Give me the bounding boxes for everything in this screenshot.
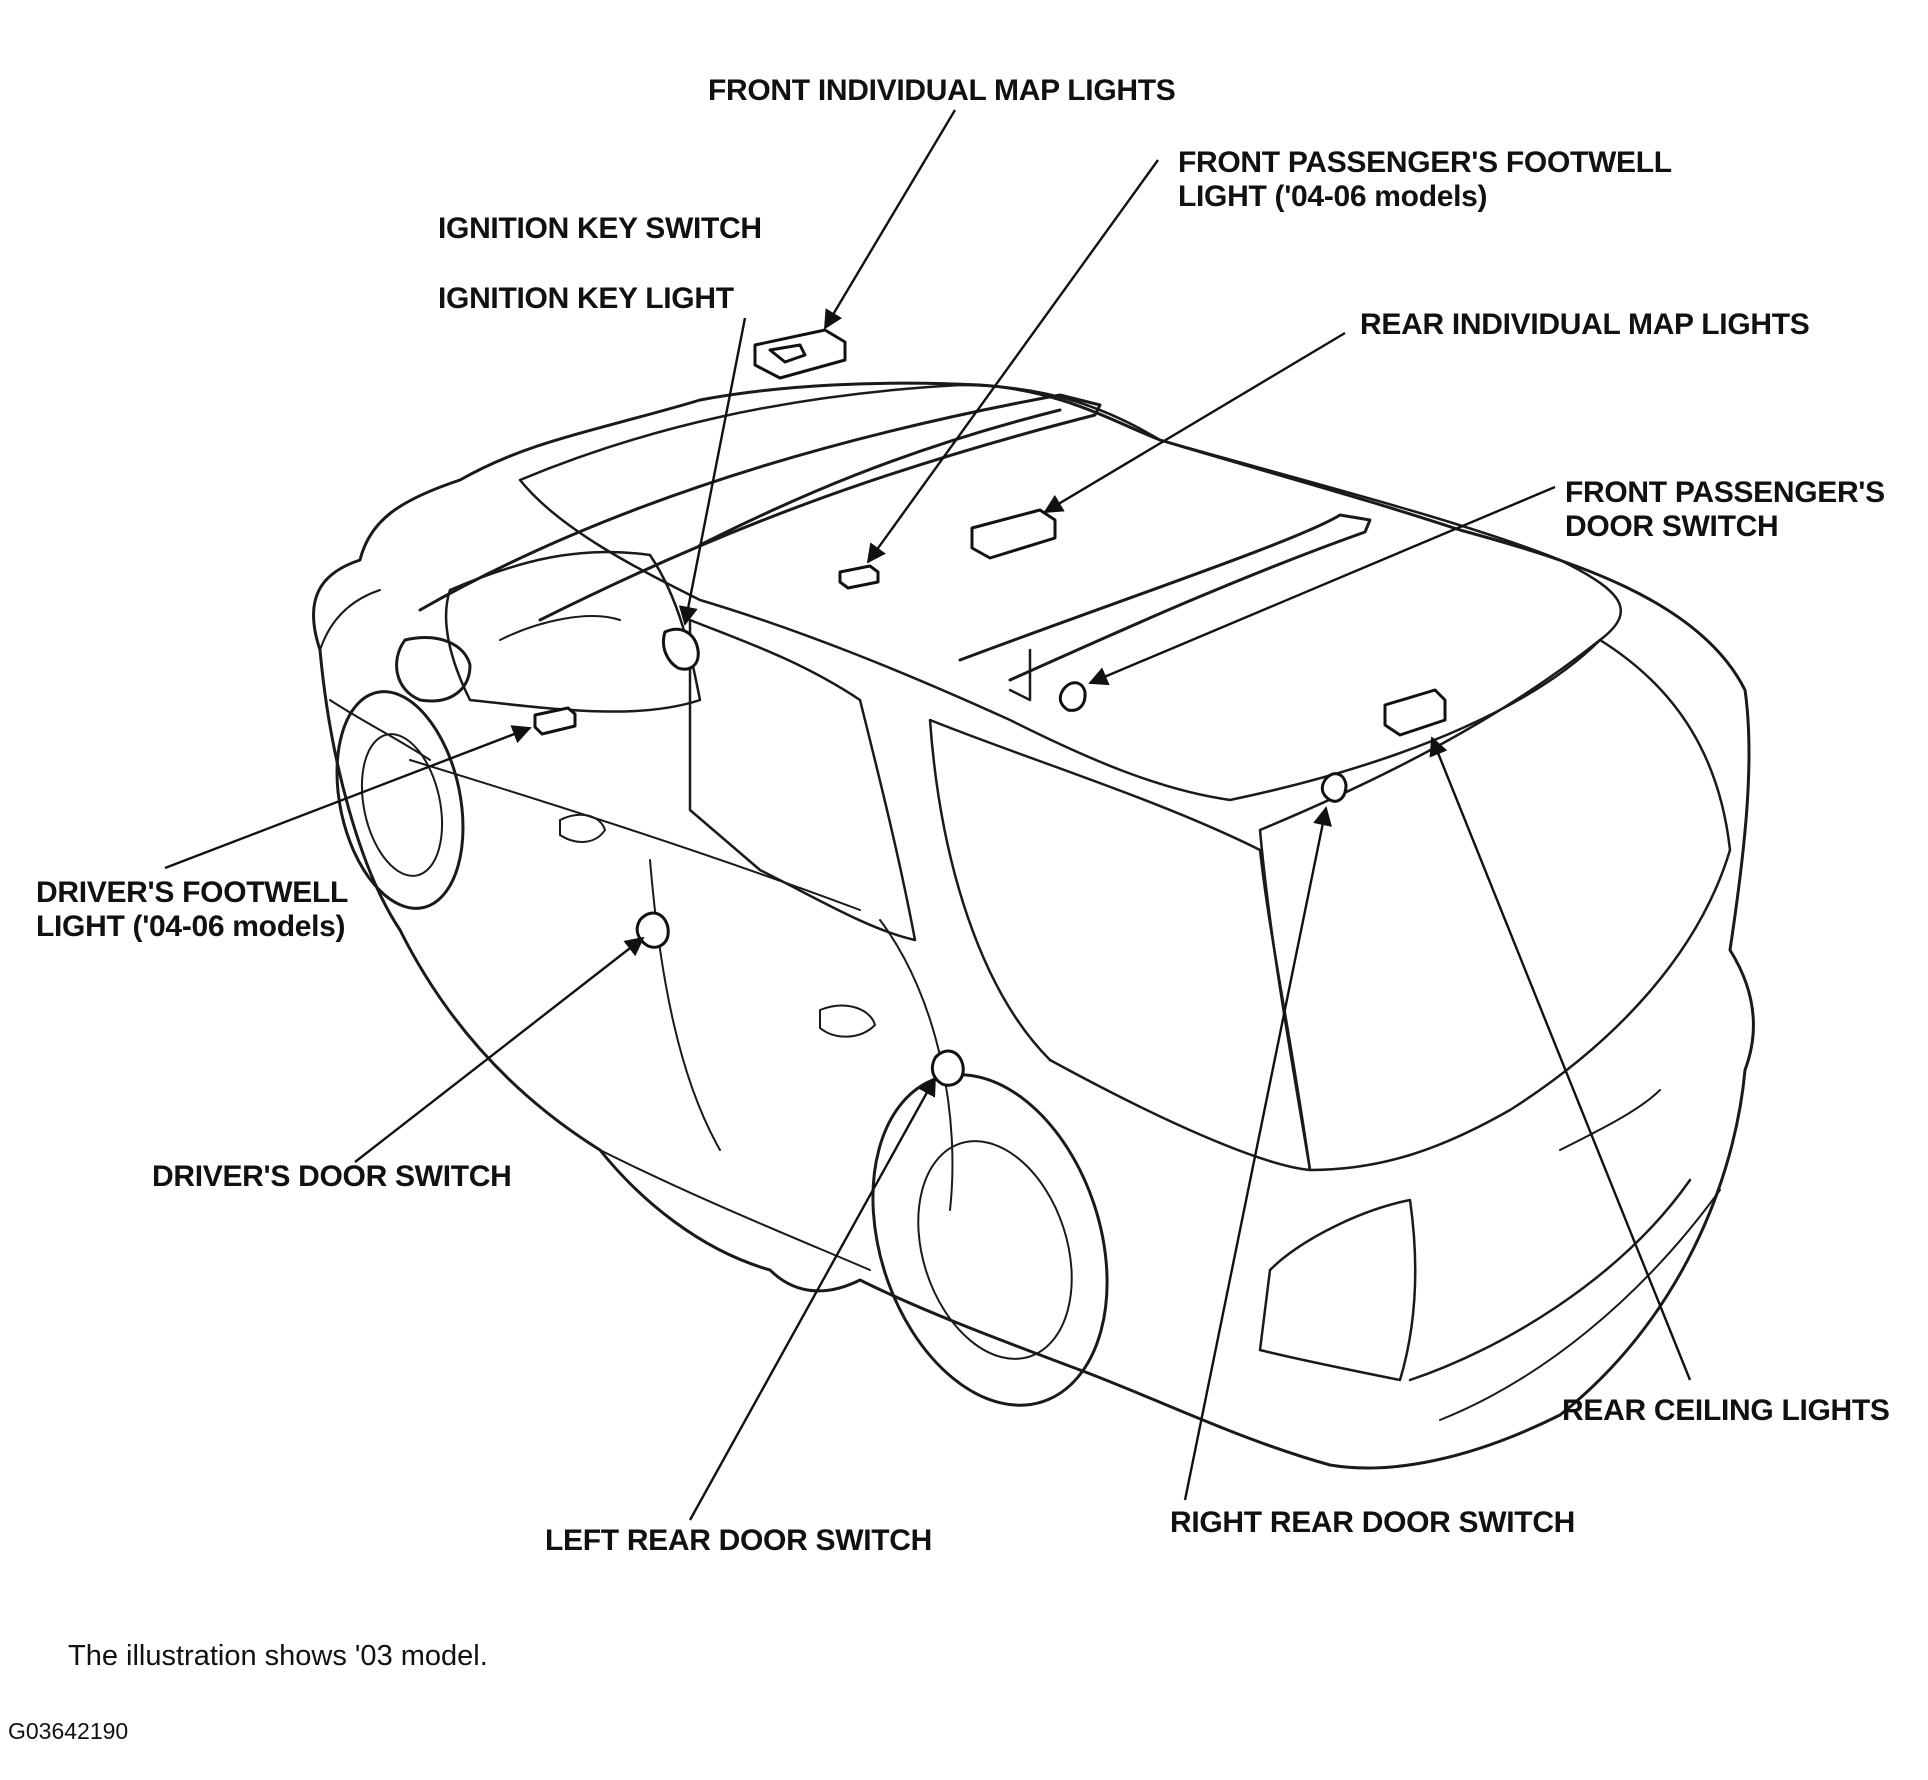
leader-lines bbox=[164, 109, 1692, 1521]
label-driver-footwell-line2: LIGHT ('04-06 models) bbox=[36, 910, 346, 943]
rear-ceiling-lights-marker bbox=[1383, 688, 1447, 737]
label-driver-footwell: DRIVER'S FOOTWELL LIGHT ('04-06 models) bbox=[36, 876, 348, 944]
label-front-passenger-door-switch: FRONT PASSENGER'S DOOR SWITCH bbox=[1565, 476, 1885, 544]
front-passenger-footwell-marker bbox=[838, 564, 880, 590]
leader-front-passenger-door-switch bbox=[1088, 485, 1556, 686]
label-rear-ceiling-lights: REAR CEILING LIGHTS bbox=[1562, 1394, 1890, 1427]
front-passenger-door-switch-marker bbox=[1058, 681, 1087, 712]
label-ignition-key-switch: IGNITION KEY SWITCH bbox=[438, 212, 762, 245]
leader-front-map-lights bbox=[823, 109, 957, 330]
leader-rear-ceiling-lights bbox=[1429, 736, 1692, 1381]
label-left-rear-door-switch: LEFT REAR DOOR SWITCH bbox=[545, 1524, 933, 1557]
leader-left-rear-door-switch bbox=[688, 1076, 937, 1521]
ignition-key-marker bbox=[662, 627, 700, 671]
label-driver-footwell-line1: DRIVER'S FOOTWELL bbox=[36, 876, 349, 909]
label-ignition-key-light: IGNITION KEY LIGHT bbox=[438, 282, 734, 315]
front-map-lights-marker bbox=[753, 328, 847, 380]
label-right-rear-door-switch: RIGHT REAR DOOR SWITCH bbox=[1170, 1506, 1576, 1539]
label-driver-door-switch: DRIVER'S DOOR SWITCH bbox=[152, 1160, 512, 1193]
label-front-passenger-footwell-line2: LIGHT ('04-06 models) bbox=[1178, 180, 1488, 213]
rear-map-lights-marker bbox=[970, 508, 1057, 560]
driver-door-switch-marker bbox=[635, 911, 670, 949]
figure-code: G03642190 bbox=[8, 1718, 129, 1744]
leader-driver-door-switch bbox=[354, 936, 645, 1163]
label-front-passenger-door-switch-line2: DOOR SWITCH bbox=[1565, 510, 1779, 543]
leader-driver-footwell bbox=[164, 725, 532, 870]
left-rear-door-switch-marker bbox=[930, 1049, 965, 1087]
leader-right-rear-door-switch bbox=[1183, 806, 1332, 1501]
label-front-map-lights: FRONT INDIVIDUAL MAP LIGHTS bbox=[708, 74, 1176, 107]
component-markers bbox=[533, 328, 1447, 1087]
label-rear-map-lights: REAR INDIVIDUAL MAP LIGHTS bbox=[1360, 308, 1810, 341]
illustration-caption: The illustration shows '03 model. bbox=[68, 1640, 488, 1672]
label-front-passenger-footwell: FRONT PASSENGER'S FOOTWELL LIGHT ('04-06… bbox=[1178, 146, 1672, 214]
leader-ignition-key-light bbox=[678, 317, 747, 626]
leader-front-passenger-footwell bbox=[866, 159, 1159, 564]
leader-rear-map-lights bbox=[1043, 331, 1346, 514]
driver-footwell-marker bbox=[533, 706, 577, 736]
right-rear-door-switch-marker bbox=[1320, 772, 1348, 803]
label-front-passenger-door-switch-line1: FRONT PASSENGER'S bbox=[1565, 476, 1885, 509]
label-front-passenger-footwell-line1: FRONT PASSENGER'S FOOTWELL bbox=[1178, 146, 1672, 179]
